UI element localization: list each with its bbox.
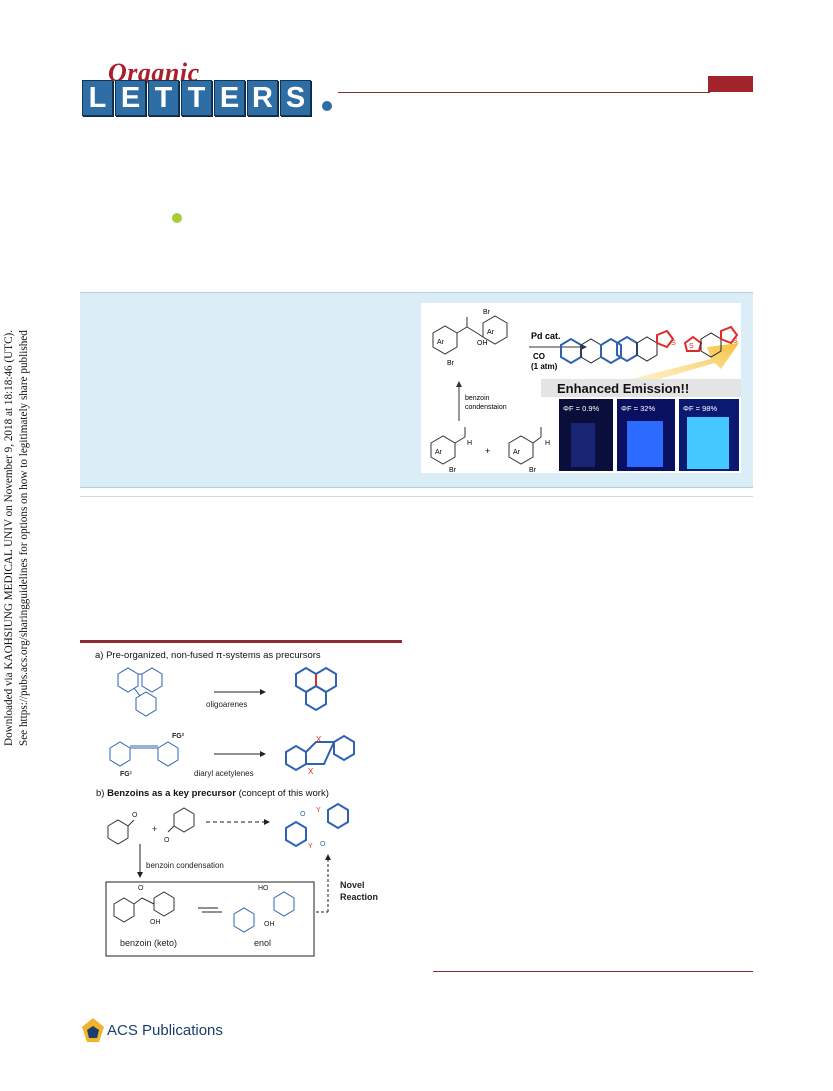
quantum-yield-2: ΦF = 32%	[621, 404, 655, 413]
oh-label: OH	[150, 919, 161, 926]
acs-logo-icon	[82, 1018, 104, 1042]
scheme-a-title: a) Pre-organized, non-fused π-systems as…	[95, 650, 321, 661]
s-label: S	[671, 340, 676, 347]
logo-letter: S	[280, 80, 311, 116]
watermark-line-2: See https://pubs.acs.org/sharingguidelin…	[18, 330, 30, 746]
vial-glow-3	[687, 417, 729, 469]
br-label: Br	[483, 309, 491, 316]
s-label: S	[733, 338, 738, 345]
ar1-label: Ar	[435, 449, 443, 456]
logo-letter: L	[82, 80, 113, 116]
keto-label: benzoin (keto)	[120, 938, 177, 948]
catalyst-label: Pd cat.	[531, 331, 561, 341]
product-3	[683, 325, 739, 358]
condensation-arrowhead	[137, 872, 143, 878]
aldehydes	[430, 427, 542, 465]
ho-label: HO	[258, 885, 269, 892]
diaryl-acetylene	[109, 741, 179, 767]
fg1-label: FG¹	[120, 771, 133, 778]
header-rule	[338, 92, 710, 93]
oh-label: OH	[477, 340, 488, 347]
br-label: Br	[447, 360, 455, 367]
benzoin-keto	[113, 891, 175, 923]
s-label: S	[689, 343, 694, 350]
enol	[233, 891, 295, 933]
plus-sign: +	[152, 824, 157, 834]
benzoin-label: benzoin	[465, 395, 490, 402]
reaction-arrowhead	[581, 344, 587, 350]
benzaldehydes	[107, 807, 195, 845]
h-label: H	[545, 440, 550, 447]
acs-publications-wordmark: ACS Publications	[107, 1022, 223, 1039]
logo-letter: R	[247, 80, 278, 116]
starting-material	[432, 315, 508, 355]
logo-letter: E	[214, 80, 245, 116]
x-label: X	[308, 767, 314, 776]
logo-letter: E	[115, 80, 146, 116]
condensation-arrowhead	[456, 381, 462, 387]
dashed-arrowhead	[264, 819, 270, 825]
ar1-label: Ar	[437, 339, 445, 346]
diaryl-label: diaryl acetylenes	[194, 769, 254, 778]
co-label: CO	[533, 352, 545, 361]
orcid-icon[interactable]	[172, 213, 182, 223]
ar2-label: Ar	[513, 449, 521, 456]
benzoin-condensation-label: benzoin condensation	[146, 861, 224, 870]
equilibrium-box	[105, 881, 315, 957]
journal-logo-letters: L E T T E R S	[82, 80, 311, 116]
scheme-figure: oligoarenes FG² FG¹ diaryl acetylenes X …	[96, 666, 378, 957]
scheme-b-title: b) Benzoins as a key precursor (concept …	[96, 788, 329, 799]
o-label: O	[164, 837, 170, 844]
toc-graphic: Ar Ar Br Br OH Pd cat. CO (1 atm) benzoi…	[421, 303, 741, 473]
oh-label: OH	[264, 921, 275, 928]
o-label: O	[300, 811, 306, 818]
logo-letter: T	[181, 80, 212, 116]
abstract-divider	[80, 496, 753, 497]
y-label: Y	[316, 807, 321, 814]
product-1	[560, 337, 622, 365]
fg2-label: FG²	[172, 733, 185, 740]
product-2	[616, 329, 675, 363]
enol-label: enol	[254, 938, 271, 948]
br-label: Br	[449, 467, 457, 473]
dashed-arrowhead	[325, 854, 331, 860]
oligoarene	[117, 667, 163, 717]
heteroacene-product	[285, 734, 355, 772]
plus-sign: +	[485, 446, 490, 456]
verified-check-icon	[322, 101, 332, 111]
o-label: O	[138, 885, 144, 892]
y-label: Y	[308, 843, 313, 850]
arrowhead-a2	[260, 751, 266, 757]
target-product	[285, 802, 349, 848]
atm-label: (1 atm)	[531, 362, 558, 371]
quantum-yield-3: ΦF = 98%	[683, 404, 717, 413]
oligoarenes-label: oligoarenes	[206, 700, 247, 709]
header-color-block	[708, 76, 753, 92]
vial-glow-1	[571, 423, 595, 467]
reaction-label: Reaction	[340, 892, 378, 902]
vial-glow-2	[627, 421, 663, 467]
emission-label: Enhanced Emission!!	[557, 381, 689, 396]
column-rule	[433, 971, 753, 972]
download-watermark: Downloaded via KAOHSIUNG MEDICAL UNIV on…	[3, 330, 30, 746]
quantum-yield-1: ΦF = 0.9%	[563, 404, 600, 413]
o-label: O	[320, 841, 326, 848]
h-label: H	[467, 440, 472, 447]
scheme-top-rule	[80, 640, 402, 643]
ar2-label: Ar	[487, 329, 495, 336]
x-label: X	[316, 735, 322, 744]
o-label: O	[132, 812, 138, 819]
novel-label: Novel	[340, 880, 365, 890]
emission-band	[541, 379, 741, 397]
br-label: Br	[529, 467, 537, 473]
arrowhead-a1	[260, 689, 266, 695]
logo-letter: T	[148, 80, 179, 116]
watermark-line-1: Downloaded via KAOHSIUNG MEDICAL UNIV on…	[3, 330, 15, 746]
condensation-label: condenstaion	[465, 404, 507, 411]
